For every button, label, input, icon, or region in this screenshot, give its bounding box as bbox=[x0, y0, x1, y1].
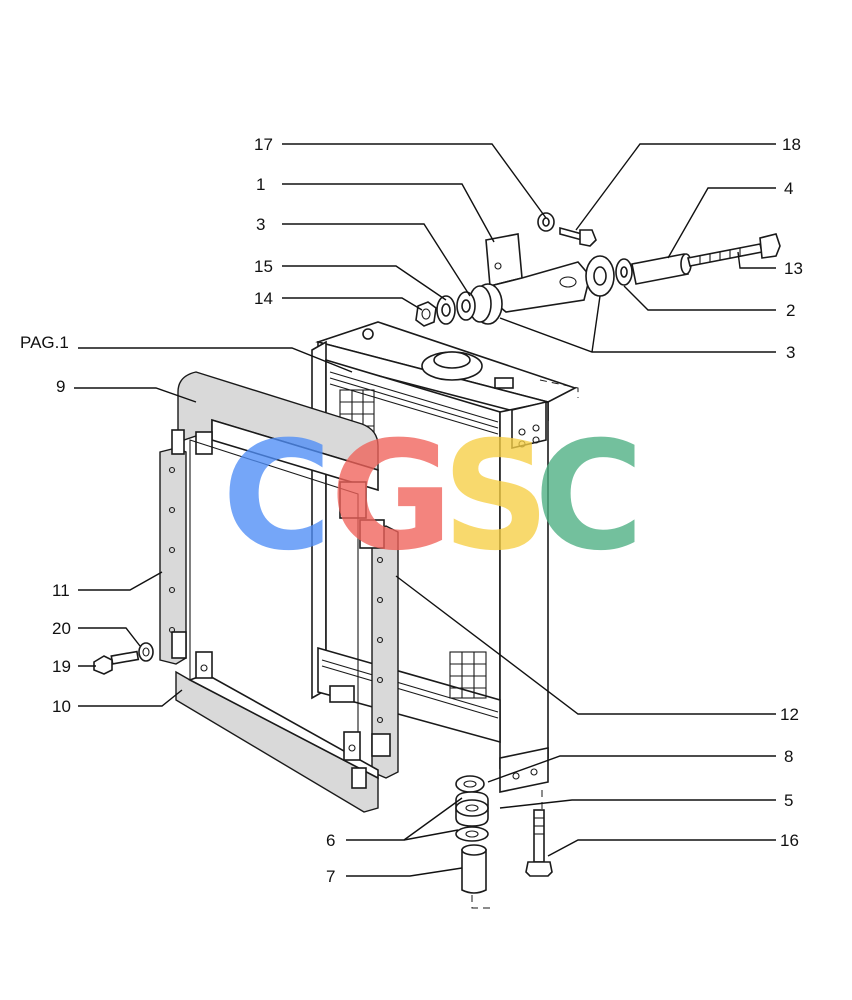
watermark-letter-c2: C bbox=[534, 410, 644, 584]
callout-pag1: PAG.1 bbox=[20, 333, 69, 352]
side-plate-right bbox=[359, 519, 399, 779]
long-bolt bbox=[687, 233, 781, 267]
radiator-core bbox=[311, 321, 579, 909]
callout-20: 20 bbox=[52, 619, 71, 638]
callout-labels: 17 18 1 4 3 15 13 14 2 PAG.1 3 9 11 20 1… bbox=[20, 135, 803, 886]
side-plate-left bbox=[159, 429, 187, 665]
callout-11: 11 bbox=[52, 581, 70, 600]
small-bolt-18 bbox=[559, 226, 597, 247]
nut-upper bbox=[415, 301, 437, 327]
washers-upper bbox=[436, 258, 633, 325]
callout-8: 8 bbox=[784, 747, 793, 766]
callout-2: 2 bbox=[786, 301, 795, 320]
callout-3-upper: 3 bbox=[256, 215, 265, 234]
callout-5: 5 bbox=[784, 791, 793, 810]
spacer-tube bbox=[631, 253, 692, 285]
callout-9: 9 bbox=[56, 377, 65, 396]
lower-rubber-mount bbox=[455, 775, 489, 842]
rubber-bushings-upper bbox=[468, 255, 615, 325]
lower-spacer-sleeve bbox=[461, 844, 487, 894]
cgsc-watermark: C G S C bbox=[222, 410, 644, 584]
lower-bolt-16 bbox=[525, 809, 553, 877]
small-washer-17 bbox=[537, 212, 555, 232]
callout-1: 1 bbox=[256, 175, 265, 194]
callout-16: 16 bbox=[780, 831, 799, 850]
shroud-bottom-panel bbox=[175, 651, 379, 813]
washer-20 bbox=[138, 642, 154, 662]
callout-6: 6 bbox=[326, 831, 335, 850]
shroud-top-panel bbox=[177, 371, 379, 519]
watermark-letter-c1: C bbox=[222, 410, 332, 584]
callout-14: 14 bbox=[254, 289, 273, 308]
callout-4: 4 bbox=[784, 179, 793, 198]
callout-12: 12 bbox=[780, 705, 799, 724]
watermark-letter-g: G bbox=[330, 410, 453, 584]
bolt-19 bbox=[93, 650, 140, 675]
callout-3-lower: 3 bbox=[786, 343, 795, 362]
callout-13: 13 bbox=[784, 259, 803, 278]
callout-7: 7 bbox=[326, 867, 335, 886]
callout-17: 17 bbox=[254, 135, 273, 154]
core-mesh-bottom bbox=[449, 651, 487, 699]
leader-lines bbox=[74, 143, 776, 877]
watermark-letter-s: S bbox=[442, 410, 550, 584]
callout-15: 15 bbox=[254, 257, 273, 276]
callout-19: 19 bbox=[52, 657, 71, 676]
callout-10: 10 bbox=[52, 697, 71, 716]
callout-18: 18 bbox=[782, 135, 801, 154]
